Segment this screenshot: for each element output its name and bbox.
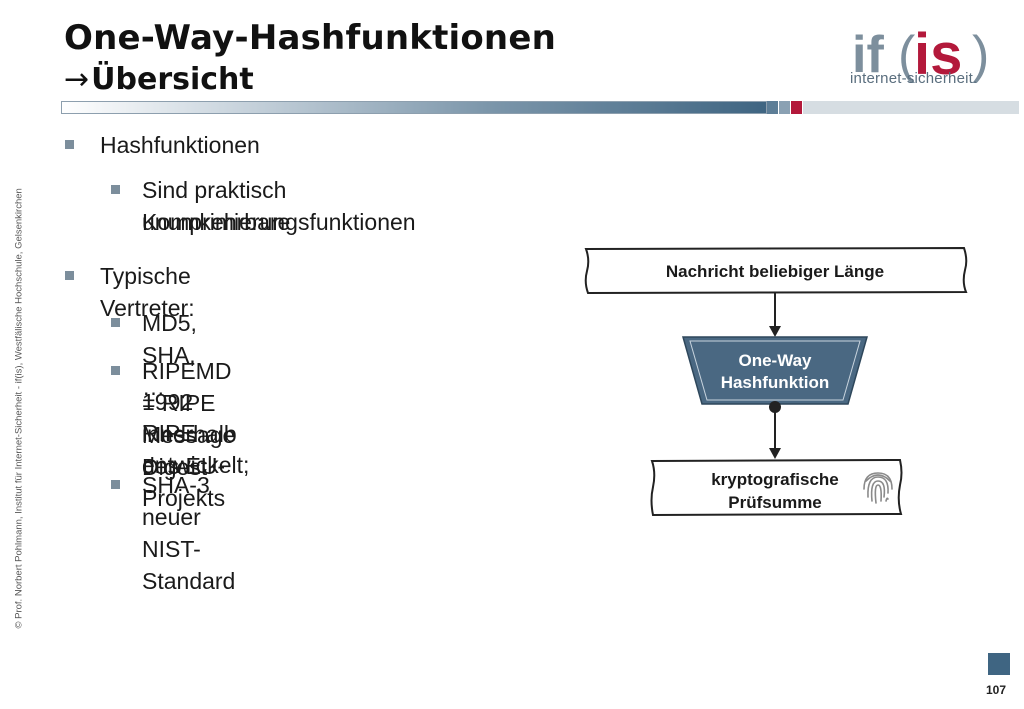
copyright-sidebar: © Prof. Norbert Pohlmann, Institut für I… (13, 188, 25, 629)
bullet-square-icon (65, 271, 74, 280)
arrow-right-icon: → (64, 62, 90, 97)
function-label-line2: Hashfunktion (721, 373, 830, 392)
bullet-square-icon (111, 366, 120, 375)
bullet-item-continuation: 1992 innerhalb des EU-Projekts (142, 389, 237, 511)
svg-text:(: ( (898, 26, 916, 84)
subtitle-text: Übersicht (91, 62, 254, 97)
input-label: Nachricht beliebiger Länge (666, 262, 884, 281)
title-bar-segment (779, 101, 790, 114)
title-bar-segment (791, 101, 802, 114)
bullet-item-continuation: RIPE entwickelt; (142, 420, 250, 478)
output-label-line2: Prüfsumme (728, 493, 822, 512)
logo-tagline: internet-sicherheit. (850, 70, 978, 87)
svg-text:): ) (972, 26, 989, 84)
function-label-line1: One-Way (738, 351, 812, 370)
fingerprint-icon (863, 472, 893, 504)
bullet-item: SHA-3 neuer NIST-Standard (142, 472, 236, 594)
bullet-item: MD5, SHA, … (142, 310, 197, 400)
bullet-item: Hashfunktionen (100, 132, 260, 158)
svg-text:is: is (914, 22, 962, 87)
title-bar (61, 101, 1019, 114)
arrowhead-icon (769, 448, 781, 459)
title-bar-segment (767, 101, 778, 114)
title-bar-segment (803, 101, 1019, 114)
arrowhead-icon (769, 326, 781, 337)
bullet-square-icon (111, 318, 120, 327)
page-number: 107 (986, 683, 1007, 697)
bullet-item: Typische Vertreter: (100, 263, 195, 321)
bullet-item: RIPEMD = RIPE Message Digest (142, 358, 236, 480)
bullet-item: Sind praktisch unumkehrbare (142, 177, 291, 235)
bullet-square-icon (111, 185, 120, 194)
ifis-logo: if ( is ) (852, 22, 989, 87)
title-bar-gradient (61, 101, 767, 114)
page-title: One-Way-Hashfunktionen (64, 18, 557, 58)
output-label-line1: kryptografische (711, 470, 839, 489)
page-marker (988, 653, 1010, 675)
connector-dot-icon (769, 401, 781, 413)
svg-text:if: if (852, 26, 884, 84)
output-box (650, 458, 903, 517)
bullet-square-icon (111, 480, 120, 489)
bullet-square-icon (65, 140, 74, 149)
hash-function-block (682, 336, 868, 405)
hash-diagram: Nachricht beliebiger Länge One-Way Hashf… (584, 246, 968, 517)
input-box (584, 246, 968, 295)
hash-function-inner-outline (689, 340, 861, 401)
bullet-item-continuation: Komprimierungsfunktionen (142, 209, 416, 235)
page-subtitle: →Übersicht (64, 62, 254, 98)
